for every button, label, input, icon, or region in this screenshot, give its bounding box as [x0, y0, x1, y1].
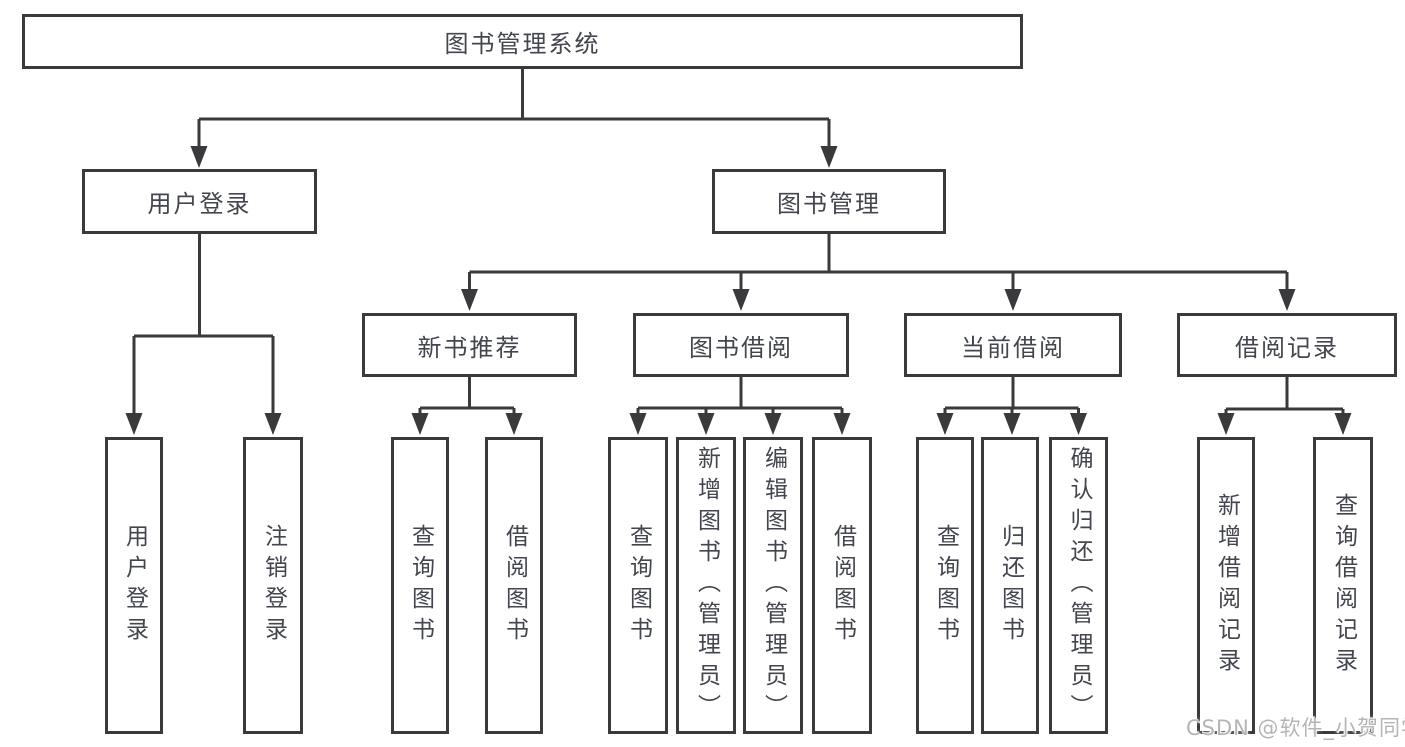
- node-label: 用户登录: [147, 190, 252, 218]
- connector-arrowhead: [1004, 289, 1022, 311]
- connector-arrowhead: [629, 413, 647, 435]
- node-label: 新增借阅记录: [1213, 492, 1240, 679]
- leaf-query-borrow-record: 查询借阅记录: [1313, 437, 1373, 734]
- connector-arrowhead: [190, 146, 208, 168]
- node-label: 注销登录: [260, 523, 287, 648]
- leaf-user-login: 用户登录: [105, 437, 163, 734]
- node-label: 查询图书: [932, 523, 959, 648]
- node-label: 确认归还（管理员）: [1066, 446, 1092, 725]
- connector-line: [197, 67, 831, 150]
- node-current-borrowing: 当前借阅: [904, 313, 1122, 377]
- leaf-edit-books-admin: 编辑图书（管理员）: [743, 437, 803, 734]
- connector-arrowhead: [820, 146, 838, 168]
- node-label: 查询图书: [407, 523, 434, 648]
- node-book-management: 图书管理: [712, 169, 946, 234]
- node-label: 新书推荐: [417, 333, 522, 362]
- leaf-confirm-return-admin: 确认归还（管理员）: [1049, 437, 1108, 734]
- node-user-login: 用户登录: [82, 169, 317, 234]
- node-label: 图书管理系统: [444, 30, 601, 58]
- connector-user-login-split: [125, 233, 282, 435]
- connector-arrowhead: [461, 289, 478, 311]
- connector-borrow-records-split: [1217, 376, 1352, 435]
- connector-line: [468, 233, 1289, 295]
- connector-line: [943, 376, 1080, 419]
- leaf-query-books-borrow: 查询图书: [608, 437, 668, 734]
- node-label: 图书管理: [777, 190, 881, 218]
- connector-arrowhead: [1334, 413, 1352, 435]
- connector-arrowhead: [732, 289, 750, 311]
- leaf-borrow-books-recommend: 借阅图书: [485, 437, 543, 734]
- leaf-add-books-admin: 新增图书（管理员）: [676, 437, 736, 734]
- leaf-add-borrow-record: 新增借阅记录: [1197, 437, 1255, 734]
- connector-current-borrow-split: [936, 376, 1087, 435]
- connector-arrowhead: [833, 413, 851, 435]
- connector-line: [636, 376, 844, 419]
- leaf-logout: 注销登录: [243, 437, 303, 734]
- node-label: 用户登录: [121, 523, 148, 648]
- connector-arrowhead: [125, 413, 143, 435]
- node-borrowing-records: 借阅记录: [1177, 313, 1397, 377]
- leaf-query-books-recommend: 查询图书: [391, 437, 449, 734]
- connector-line: [132, 233, 275, 419]
- connector-arrowhead: [411, 413, 429, 435]
- connector-new-book-split: [411, 376, 523, 435]
- connector-book-borrow-split: [629, 376, 851, 435]
- leaf-return-books: 归还图书: [981, 437, 1039, 734]
- connector-arrowhead: [764, 413, 782, 435]
- connector-arrowhead: [1278, 289, 1296, 311]
- node-label: 查询借阅记录: [1330, 492, 1357, 679]
- connector-root-split: [190, 67, 838, 168]
- connector-arrowhead: [1003, 413, 1021, 435]
- connector-arrowhead: [936, 413, 954, 435]
- connector-arrowhead: [1070, 413, 1087, 435]
- node-label: 新增图书（管理员）: [693, 446, 720, 725]
- connector-arrowhead: [505, 413, 523, 435]
- node-root-library-system: 图书管理系统: [22, 14, 1023, 69]
- node-label: 归还图书: [997, 523, 1024, 648]
- connector-arrowhead: [697, 413, 715, 435]
- leaf-borrow-books: 借阅图书: [812, 437, 872, 734]
- connector-arrowhead: [1217, 413, 1235, 435]
- node-label: 借阅图书: [501, 523, 528, 648]
- connector-book-mgmt-split: [461, 233, 1296, 311]
- node-label: 借阅记录: [1235, 333, 1339, 362]
- csdn-watermark: CSDN @软件_小贺同学: [1186, 716, 1405, 740]
- connector-line: [418, 376, 516, 419]
- node-book-borrowing: 图书借阅: [633, 313, 849, 377]
- node-new-book-recommendation: 新书推荐: [362, 313, 577, 377]
- node-label: 查询图书: [625, 523, 652, 648]
- node-label: 编辑图书（管理员）: [760, 446, 787, 725]
- connector-arrowhead: [264, 413, 282, 435]
- node-label: 当前借阅: [961, 333, 1065, 362]
- leaf-query-books-current: 查询图书: [916, 437, 974, 734]
- node-label: 借阅图书: [829, 523, 856, 648]
- connector-line: [1224, 376, 1345, 419]
- node-label: 图书借阅: [689, 333, 793, 362]
